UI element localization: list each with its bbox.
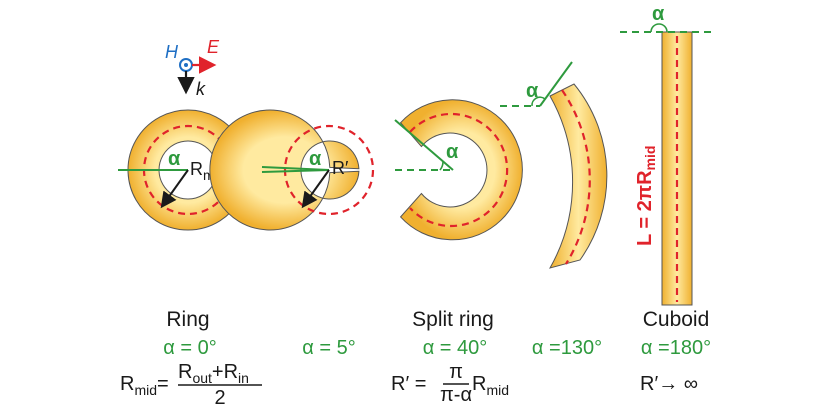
angle-130-label: α =130° [532,337,602,359]
split-ring-130deg-dashed-midline [561,89,591,265]
split-ring-40deg-ray-a [394,119,454,171]
split-ring-40deg-angle-arc [439,161,444,171]
split-ring-label: Split ring [412,308,494,331]
ring-formula-numerator: Rout+Rin [178,361,249,386]
ring-formula-lhs: Rmid= [120,373,169,398]
ring-radius-label: Rm [190,159,215,183]
cuboid-length-label: L = 2πRmid [634,146,658,246]
split-ring-40deg-shape: α [394,99,523,241]
ring-5deg-alpha-label: α [309,148,322,170]
cuboid-label: Cuboid [643,308,710,331]
ring-formula: Rmid= Rout+Rin 2 [120,361,262,409]
h-label: H [165,42,179,62]
angle-40-label: α = 40° [423,337,488,359]
split-ring-formula: R′ = π π-α Rmid [391,361,509,406]
split-ring-40deg-annulus [399,99,523,241]
ring-radius-arrow-icon [160,169,189,209]
ring-formula-denominator: 2 [214,387,225,409]
cuboid-shape: α L = 2πRmid [620,3,712,306]
ring-5deg-radius-label: R′ [332,158,349,178]
ring-5deg-radius-arrow-icon [301,169,330,209]
split-ring-130deg-alpha-label: α [526,80,539,102]
split-ring-130deg-shape: α [500,61,608,269]
angle-0-label: α = 0° [163,337,216,359]
ring-5deg-shape: α R′ [209,109,375,231]
k-label: k [196,79,206,99]
cuboid-alpha-label: α [652,3,665,25]
ring-alpha-label: α [168,148,181,170]
e-label: E [207,37,220,57]
split-formula-lhs: R′ = [391,373,426,395]
angle-180-label: α =180° [641,337,711,359]
split-formula-numerator: π [449,361,463,383]
split-ring-40deg-dashed-midline [409,112,509,228]
split-ring-130deg-band [548,83,608,269]
ring-5deg-gap-line-b [261,169,330,173]
split-ring-130deg-ray-a [539,61,573,107]
ring-5deg-dashed-midline [283,124,375,216]
split-formula-rhs: Rmid [472,373,509,398]
ring-label: Ring [166,308,209,331]
cuboid-angle-arc [650,23,668,33]
split-ring-130deg-angle-arc [531,96,546,107]
angle-5-label: α = 5° [302,337,355,359]
h-field-dot-icon [184,63,188,67]
cuboid-formula-text: R′→ ∞ [640,373,698,395]
split-ring-40deg-alpha-label: α [446,141,459,163]
split-formula-denominator: π-α [440,384,472,406]
cuboid-formula: R′→ ∞ [640,373,698,395]
field-legend: H E k [165,37,220,99]
